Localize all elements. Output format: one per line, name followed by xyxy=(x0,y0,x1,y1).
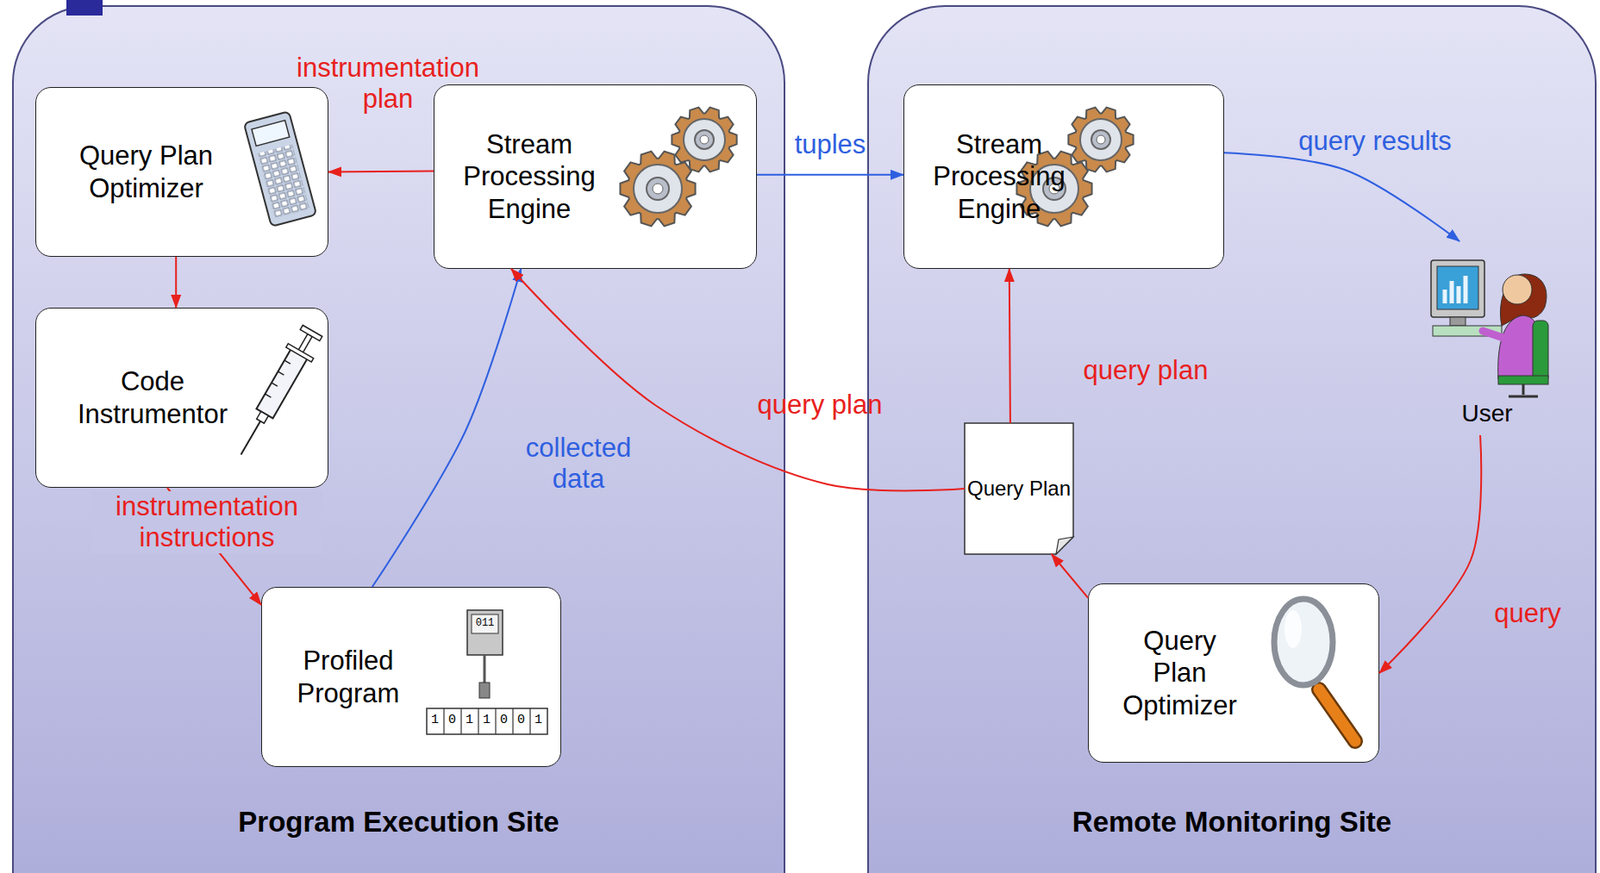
node-label: Code Instrumentor xyxy=(49,365,257,430)
site-region: Remote Monitoring Site Stream Processing … xyxy=(867,5,1597,873)
process-box: Query Plan Optimizer xyxy=(35,87,329,257)
tape-bits: 1 0 1 1 0 0 1 xyxy=(431,712,544,728)
node-label: User xyxy=(1461,399,1513,429)
process-box: Profiled Program xyxy=(261,587,562,768)
process-box: Stream Processing Engine xyxy=(903,84,1225,269)
user-actor: User xyxy=(1418,241,1557,436)
process-box: Stream Processing Engine xyxy=(433,84,757,269)
node-label: Stream Processing Engine xyxy=(912,128,1086,225)
region-title: Remote Monitoring Site xyxy=(868,805,1595,840)
node-label: Profiled Program xyxy=(275,644,422,709)
node-label: Stream Processing Engine xyxy=(443,128,616,225)
flow-label: query xyxy=(1493,598,1562,630)
process-box: Query Plan Optimizer xyxy=(1087,583,1380,763)
document-fold xyxy=(1056,537,1074,555)
document-shape: Query Plan xyxy=(964,423,1074,555)
node-label: Query Plan Optimizer xyxy=(53,139,239,204)
display-digits: 011 xyxy=(471,617,499,630)
flow-label: collected data xyxy=(509,432,648,494)
flow-label: instrumentation instructions xyxy=(91,491,323,553)
flow-label: instrumentation plan xyxy=(275,52,500,114)
node-label: Query Plan xyxy=(964,476,1074,502)
flow-label: query plan xyxy=(757,389,883,421)
site-region: Program Execution Site Query Plan Optimiz… xyxy=(12,5,786,873)
flow-label: query plan xyxy=(1083,355,1209,387)
flow-label: query results xyxy=(1298,125,1451,157)
document-outline xyxy=(964,423,1074,555)
process-box: Code Instrumentor xyxy=(35,307,329,488)
node-label: Query Plan Optimizer xyxy=(1117,625,1243,722)
flow-label: tuples xyxy=(794,129,867,161)
region-title: Program Execution Site xyxy=(13,805,784,840)
